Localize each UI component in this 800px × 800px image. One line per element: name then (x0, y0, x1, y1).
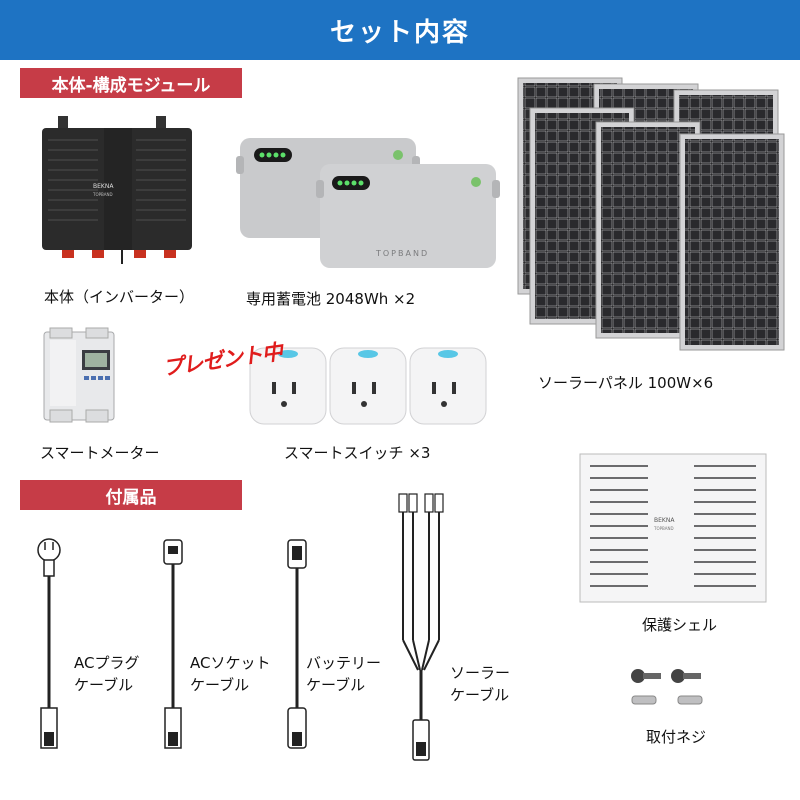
battery-label: 専用蓄電池 2048Wh ×2 (246, 290, 416, 308)
section-tab-main-modules: 本体-構成モジュール (20, 68, 242, 98)
inverter-label: 本体（インバーター） (44, 288, 195, 306)
ac-socket-cable-image (163, 539, 183, 749)
shell-brand: BEKNA (654, 517, 675, 524)
inverter-brand: BEKNA (93, 183, 114, 190)
ac-plug-cable-line2: ケーブル (74, 676, 134, 694)
battery-cable-image (287, 539, 307, 749)
ac-socket-cable-line1: ACソケット (190, 654, 271, 672)
solar-cable-line2: ケーブル (450, 686, 510, 704)
mount-screws-image (631, 669, 703, 705)
protective-shell-label: 保護シェル (642, 616, 718, 634)
ac-plug-cable-image (37, 538, 61, 749)
inverter-sub: TOPBAND (92, 192, 113, 197)
battery-brand: TOPBAND (375, 249, 429, 258)
ac-socket-cable-line2: ケーブル (190, 676, 250, 694)
smart-meter-image (43, 327, 115, 423)
smart-meter-label: スマートメーター (40, 444, 160, 462)
inverter-image: BEKNA TOPBAND (42, 116, 192, 264)
shell-sub: TOPBAND (653, 526, 674, 531)
battery-cable-line1: バッテリー (306, 654, 382, 672)
battery-cable-label: バッテリー ケーブル (306, 652, 381, 696)
battery-image: TOPBAND (236, 138, 500, 268)
smart-switch-label: スマートスイッチ ×3 (284, 444, 431, 462)
solar-panel-image (517, 77, 785, 351)
smart-switch-image (249, 347, 487, 425)
solar-cable-label: ソーラー ケーブル (450, 662, 510, 706)
protective-shell-image: BEKNA TOPBAND (579, 453, 767, 603)
page-title: セット内容 (329, 17, 470, 48)
mount-screws-label: 取付ネジ (646, 728, 707, 746)
ac-plug-cable-label: ACプラグ ケーブル (74, 652, 139, 696)
solar-cable-image (398, 493, 444, 761)
section-tab-accessories: 付属品 (20, 480, 242, 510)
page-header: セット内容 (0, 0, 800, 60)
solar-cable-line1: ソーラー (450, 664, 511, 682)
solar-panel-label: ソーラーパネル 100W×6 (538, 374, 714, 392)
ac-socket-cable-label: ACソケット ケーブル (190, 652, 270, 696)
battery-cable-line2: ケーブル (306, 676, 366, 694)
ac-plug-cable-line1: ACプラグ (74, 654, 140, 672)
